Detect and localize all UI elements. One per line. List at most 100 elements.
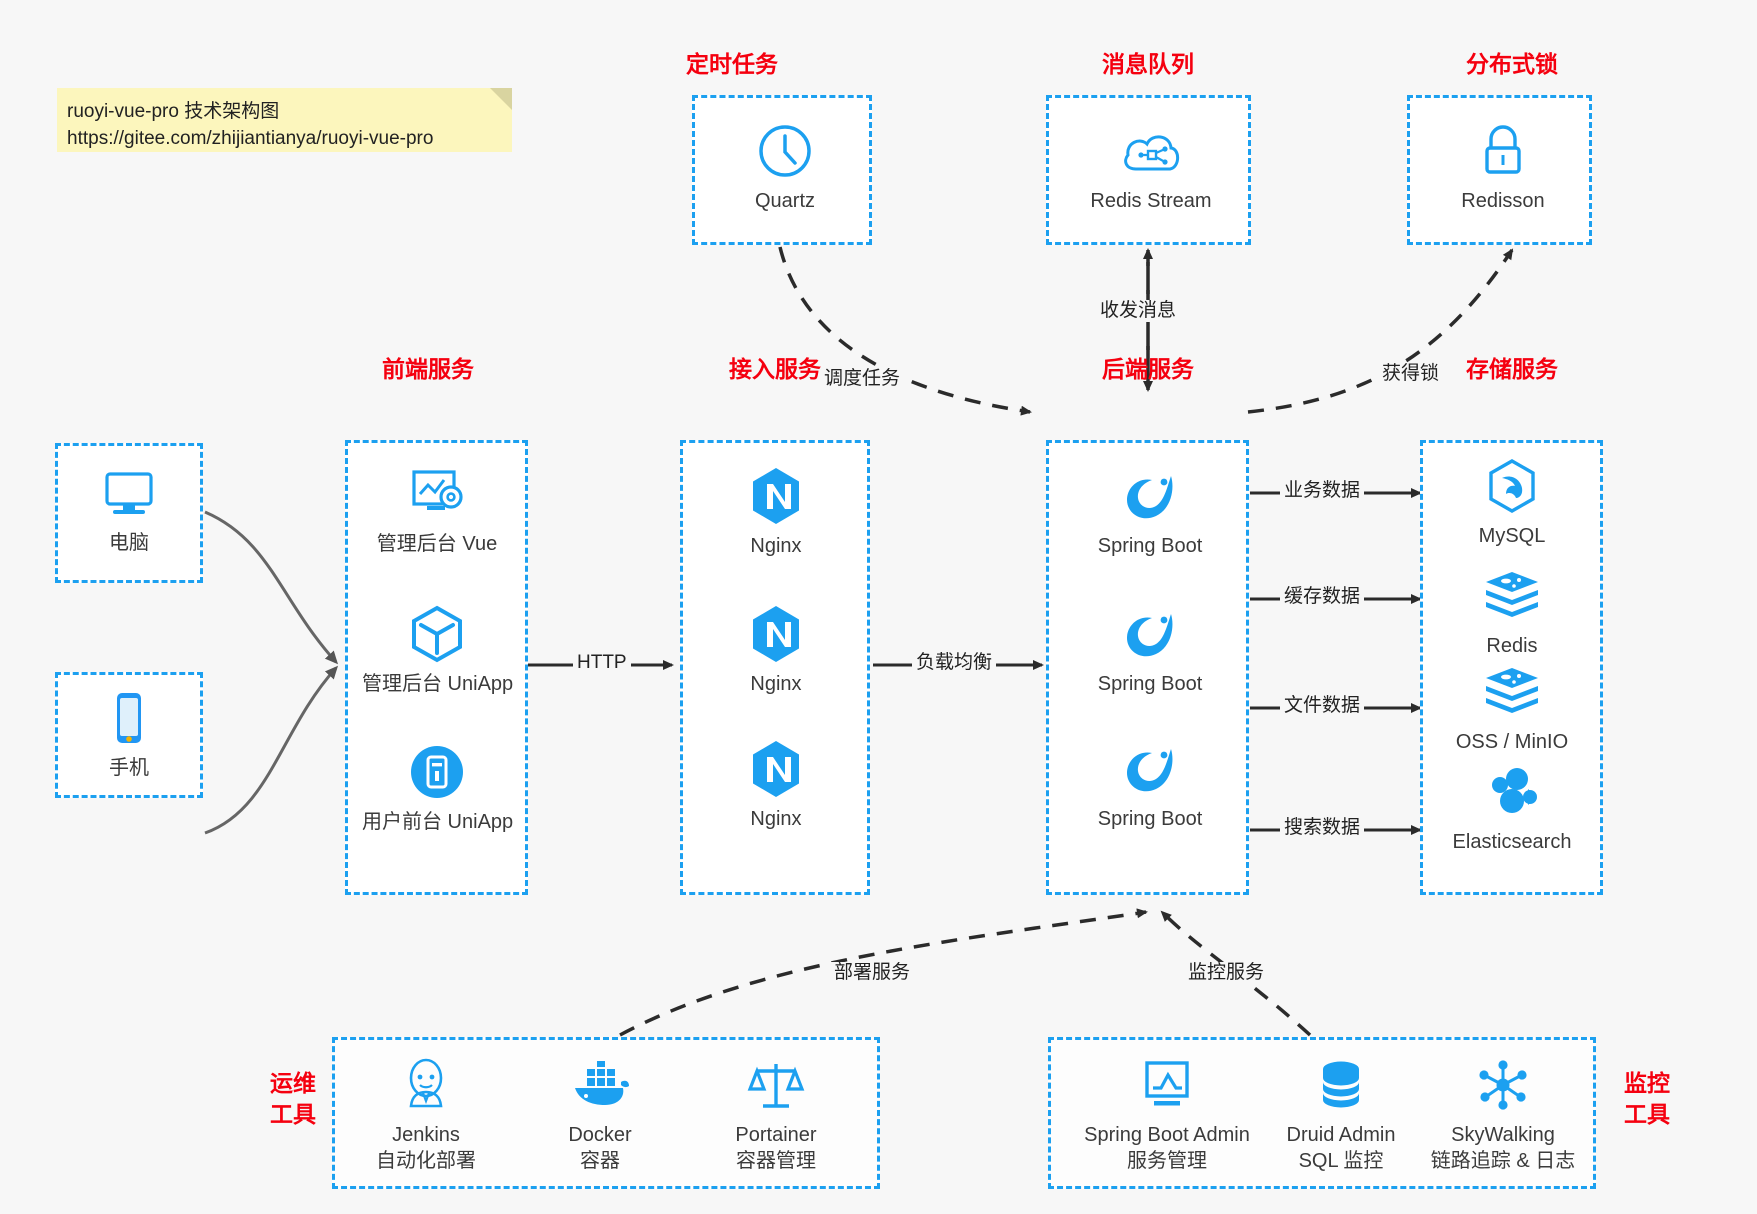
hexagon-cube-icon <box>362 603 512 665</box>
node-label: Portainer <box>735 1124 817 1146</box>
node-label: Redisson <box>1461 190 1545 212</box>
group-mq: Redis Stream <box>1046 95 1251 245</box>
node-sublabel: 自动化部署 <box>376 1150 476 1172</box>
node-quartz[interactable]: Quartz <box>710 120 860 214</box>
edge-label-file-data: 文件数据 <box>1280 695 1365 717</box>
node-redis[interactable]: Redis <box>1437 565 1587 659</box>
group-client-mobile: 手机 <box>55 672 203 798</box>
node-mobile[interactable]: 手机 <box>54 687 204 781</box>
edge-label-business-data: 业务数据 <box>1280 480 1365 502</box>
node-docker[interactable]: Docker 容器 <box>525 1054 675 1174</box>
node-portainer[interactable]: Portainer 容器管理 <box>701 1054 851 1174</box>
edge-label-cache-data: 缓存数据 <box>1280 586 1365 608</box>
clock-icon <box>710 120 860 182</box>
diagram-note: ruoyi-vue-pro 技术架构图 https://gitee.com/zh… <box>57 88 512 152</box>
group-devops: Jenkins 自动化部署 Docker 容器 <box>332 1037 880 1189</box>
node-label: SkyWalking <box>1451 1124 1555 1146</box>
node-nginx-2[interactable]: Nginx <box>701 603 851 697</box>
node-label: Spring Boot <box>1097 535 1203 557</box>
node-elasticsearch[interactable]: Elasticsearch <box>1437 761 1587 855</box>
node-label: OSS / MinIO <box>1455 731 1569 753</box>
note-line-2: https://gitee.com/zhijiantianya/ruoyi-vu… <box>67 128 434 149</box>
group-title-devops: 运维 工具 <box>258 1068 328 1130</box>
group-title-devops-line2: 工具 <box>270 1101 316 1127</box>
group-frontend: 管理后台 Vue 管理后台 UniApp 用户前台 UniApp <box>345 440 528 895</box>
group-title-gateway: 接入服务 <box>729 356 821 382</box>
node-label: 管理后台 UniApp <box>362 673 514 695</box>
elasticsearch-icon <box>1437 761 1587 823</box>
node-label: 手机 <box>109 757 149 779</box>
group-title-devops-line1: 运维 <box>270 1070 316 1096</box>
note-line-1: ruoyi-vue-pro 技术架构图 <box>67 101 280 122</box>
node-admin-vue[interactable]: 管理后台 Vue <box>362 463 512 557</box>
group-lock: Redisson <box>1407 95 1592 245</box>
spring-leaf-icon <box>1075 465 1225 527</box>
node-label: 电脑 <box>109 532 149 554</box>
database-icon <box>1251 1054 1431 1116</box>
node-admin-uniapp[interactable]: 管理后台 UniApp <box>362 603 514 697</box>
node-label: Nginx <box>750 673 802 695</box>
group-title-mq: 消息队列 <box>1102 51 1194 77</box>
desktop-icon <box>54 462 204 524</box>
scales-icon <box>701 1054 851 1116</box>
node-redis-stream[interactable]: Redis Stream <box>1076 120 1226 214</box>
node-sublabel: SQL 监控 <box>1298 1150 1384 1172</box>
edge-desktop-to-frontend <box>204 510 339 665</box>
node-mysql[interactable]: MySQL <box>1437 455 1587 549</box>
group-title-monitor: 监控 工具 <box>1612 1068 1682 1130</box>
node-sublabel: 容器管理 <box>736 1150 816 1172</box>
node-spring-boot-2[interactable]: Spring Boot <box>1075 603 1225 697</box>
node-label: 用户前台 UniApp <box>362 811 514 833</box>
node-redisson[interactable]: Redisson <box>1428 120 1578 214</box>
node-label: Elasticsearch <box>1452 831 1572 853</box>
edge-quartz-to-backend <box>778 246 1032 416</box>
edge-label-search-data: 搜索数据 <box>1280 817 1365 839</box>
group-title-monitor-line1: 监控 <box>1624 1070 1670 1096</box>
node-skywalking[interactable]: SkyWalking 链路追踪 & 日志 <box>1413 1054 1593 1174</box>
group-title-scheduler: 定时任务 <box>686 51 778 77</box>
spring-leaf-icon <box>1075 738 1225 800</box>
node-spring-boot-1[interactable]: Spring Boot <box>1075 465 1225 559</box>
nginx-icon <box>701 465 851 527</box>
cloud-network-icon <box>1076 120 1226 182</box>
monitor-chart-icon <box>1067 1054 1267 1116</box>
nginx-icon <box>701 738 851 800</box>
dashboard-gear-icon <box>362 463 512 525</box>
node-label: Druid Admin <box>1286 1124 1396 1146</box>
jenkins-butler-icon <box>351 1054 501 1116</box>
node-label: Spring Boot <box>1097 808 1203 830</box>
group-title-backend: 后端服务 <box>1102 356 1194 382</box>
group-scheduler: Quartz <box>692 95 872 245</box>
node-druid-admin[interactable]: Druid Admin SQL 监控 <box>1251 1054 1431 1174</box>
note-fold-icon <box>490 88 512 110</box>
group-title-frontend: 前端服务 <box>382 356 474 382</box>
edge-label-acquire-lock: 获得锁 <box>1378 363 1444 385</box>
node-nginx-1[interactable]: Nginx <box>701 465 851 559</box>
docker-whale-icon <box>525 1054 675 1116</box>
node-jenkins[interactable]: Jenkins 自动化部署 <box>351 1054 501 1174</box>
group-storage: MySQL Redis <box>1420 440 1603 895</box>
node-nginx-3[interactable]: Nginx <box>701 738 851 832</box>
group-title-storage: 存储服务 <box>1466 356 1558 382</box>
node-oss-minio[interactable]: OSS / MinIO <box>1437 661 1587 755</box>
node-spring-boot-3[interactable]: Spring Boot <box>1075 738 1225 832</box>
node-desktop[interactable]: 电脑 <box>54 462 204 556</box>
edge-label-send-receive-message: 收发消息 <box>1096 300 1181 322</box>
edge-label-monitor-service: 监控服务 <box>1184 962 1269 984</box>
mysql-dolphin-icon <box>1437 455 1587 517</box>
node-label: Spring Boot <box>1097 673 1203 695</box>
group-backend: Spring Boot Spring Boot Spring Boot <box>1046 440 1249 895</box>
node-spring-boot-admin[interactable]: Spring Boot Admin 服务管理 <box>1067 1054 1267 1174</box>
node-label: Redis Stream <box>1090 190 1212 212</box>
node-user-uniapp[interactable]: 用户前台 UniApp <box>362 741 514 835</box>
group-title-monitor-line2: 工具 <box>1624 1101 1670 1127</box>
node-label: Quartz <box>754 190 816 212</box>
edge-label-load-balance: 负载均衡 <box>912 652 997 674</box>
app-circle-icon <box>362 741 512 803</box>
node-label: MySQL <box>1478 525 1546 547</box>
group-gateway: Nginx Nginx Nginx <box>680 440 870 895</box>
node-sublabel: 服务管理 <box>1127 1150 1207 1172</box>
node-label: Nginx <box>750 808 802 830</box>
redis-stack-icon <box>1437 661 1587 723</box>
